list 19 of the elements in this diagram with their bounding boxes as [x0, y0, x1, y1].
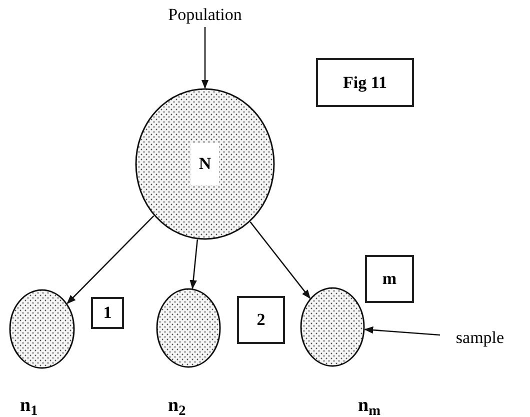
label-box: m — [365, 255, 414, 303]
text-label: sample — [440, 326, 520, 350]
arrow — [190, 239, 198, 290]
sample-ellipse — [156, 288, 221, 368]
arrow — [250, 222, 311, 299]
sample-ellipse — [300, 287, 365, 367]
arrow — [364, 326, 440, 336]
label-box: Fig 11 — [316, 58, 414, 107]
sample-size-label: n$_{1}$ — [20, 394, 38, 417]
sample-size-label: n$_{m}$ — [358, 394, 380, 417]
sample-ellipse — [9, 289, 75, 369]
text-label: Population — [160, 3, 250, 27]
sample-size-label: n$_{2}$ — [168, 394, 186, 417]
label-box: 1 — [91, 297, 124, 329]
population-circle — [135, 88, 275, 240]
symbol-label: N — [190, 143, 220, 185]
arrow — [66, 215, 154, 304]
arrow — [201, 27, 209, 89]
label-box: 2 — [237, 296, 285, 344]
